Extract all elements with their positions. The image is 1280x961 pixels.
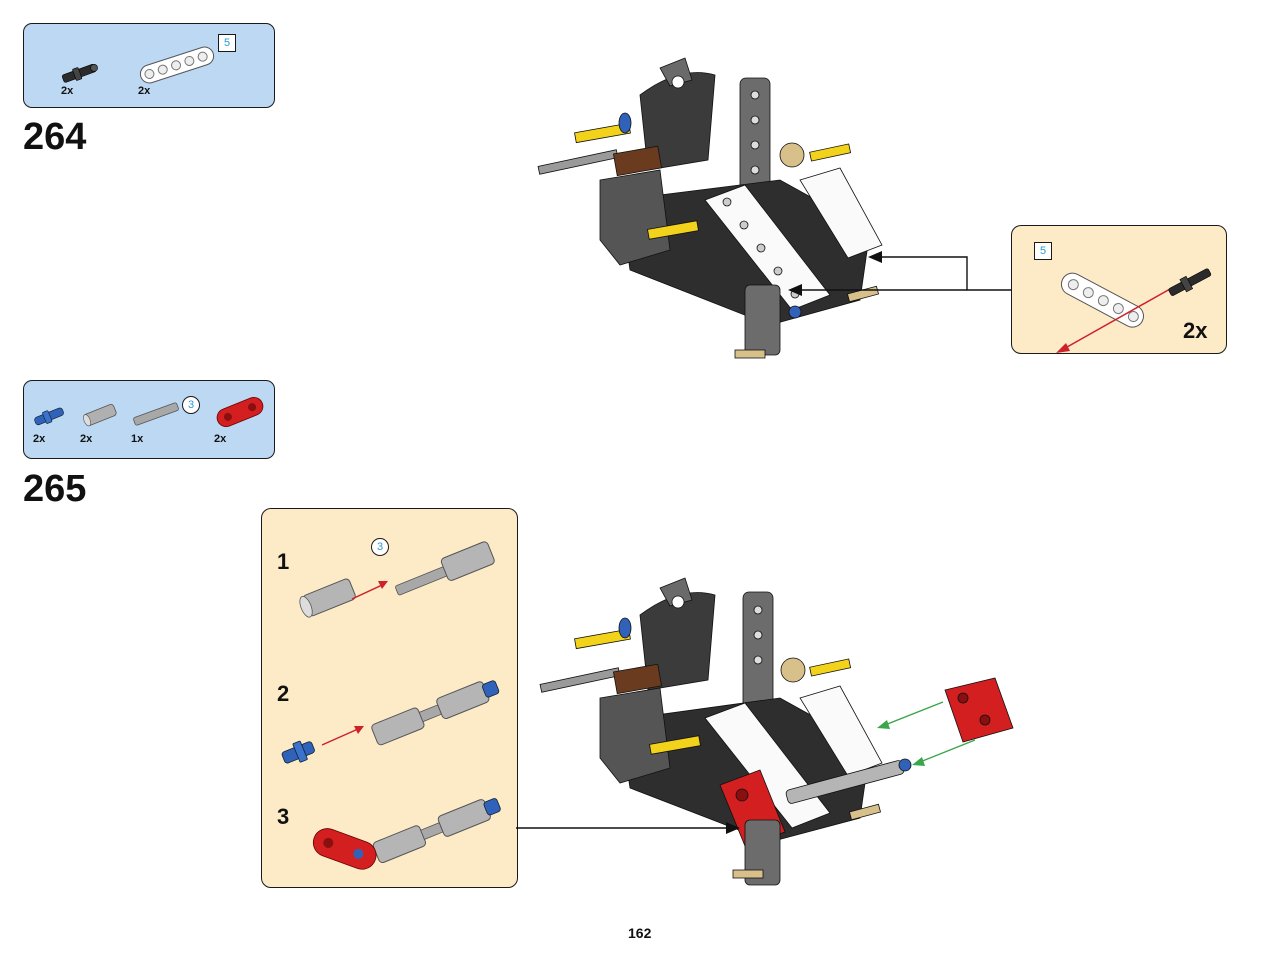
step-265-model-illustration: [539, 577, 1014, 886]
callout-multiplier: 2x: [1183, 318, 1208, 343]
beam-length-label: 5: [1034, 242, 1052, 260]
black-pin-part-icon: [61, 64, 98, 83]
axle-length-label: 3: [182, 396, 200, 414]
part-qty-label: 2x: [33, 433, 46, 445]
grey-connector-part-icon: [83, 403, 117, 427]
substep-2-illustration: [281, 680, 500, 764]
white-beam-5-part-icon: [139, 46, 215, 84]
blue-pin-part-icon: [34, 407, 64, 426]
substep-number-3: 3: [277, 804, 290, 829]
part-qty-label: 2x: [61, 85, 74, 97]
step-number-264: 264: [23, 116, 87, 158]
step-264-assembly-callout: 5 2x: [1011, 225, 1227, 354]
part-qty-label: 2x: [214, 433, 227, 445]
step-265-parts-list: 3 2x 2x 1x 2x: [23, 380, 275, 459]
axle-length-label: 3: [371, 538, 389, 556]
part-qty-label: 1x: [131, 433, 144, 445]
red-beam-2-part-icon: [216, 396, 264, 428]
substep-number-1: 1: [277, 549, 290, 574]
part-qty-label: 2x: [138, 85, 151, 97]
substep-number-2: 2: [277, 681, 290, 706]
step-264-model-illustration: [537, 57, 883, 359]
page-number: 162: [628, 925, 652, 941]
part-qty-label: 2x: [80, 433, 93, 445]
substep-1-illustration: [299, 541, 495, 618]
substep-3-illustration: [312, 798, 501, 870]
step-265-subassembly-callout: 1 3 2 3: [261, 508, 518, 888]
step-number-265: 265: [23, 468, 87, 510]
grey-axle-3-part-icon: [133, 402, 179, 426]
callout-beam-assembly-illustration: [1056, 268, 1212, 353]
beam-length-label: 5: [218, 34, 236, 52]
step-264-parts-list: 5 2x 2x: [23, 23, 275, 108]
